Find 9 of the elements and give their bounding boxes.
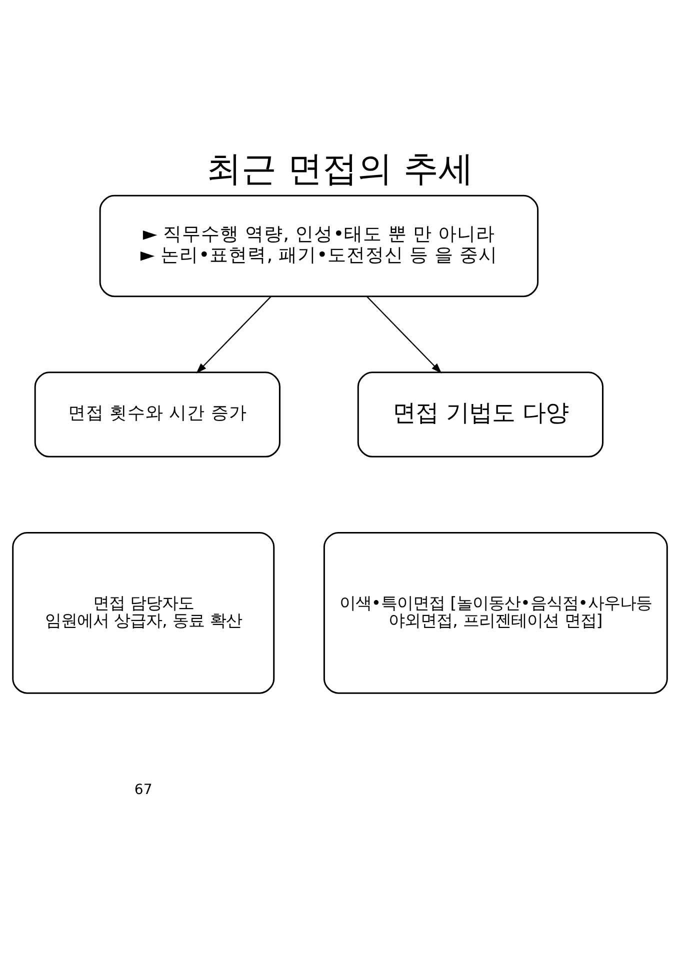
node-box: 이색•특이면접 [놀이동산•음식점•사우나등 야외면접, 프리젠테이션 면접] [323,532,668,694]
arrow [366,296,442,374]
node-box: 면접 횟수와 시간 증가 [34,372,280,458]
arrow [196,296,272,374]
label: 67 [134,782,152,798]
node-box: ► 직무수행 역량, 인성•태도 뿐 만 아니라 ► 논리•표현력, 패기•도전정신 등 을 중시 [99,194,539,298]
node-box: 면접 기법도 다양 [357,372,604,458]
node-box: 면접 담당자도 임원에서 상급자, 동료 확산 [12,532,275,694]
diagram-title: 최근 면접의 추세 [206,148,474,190]
